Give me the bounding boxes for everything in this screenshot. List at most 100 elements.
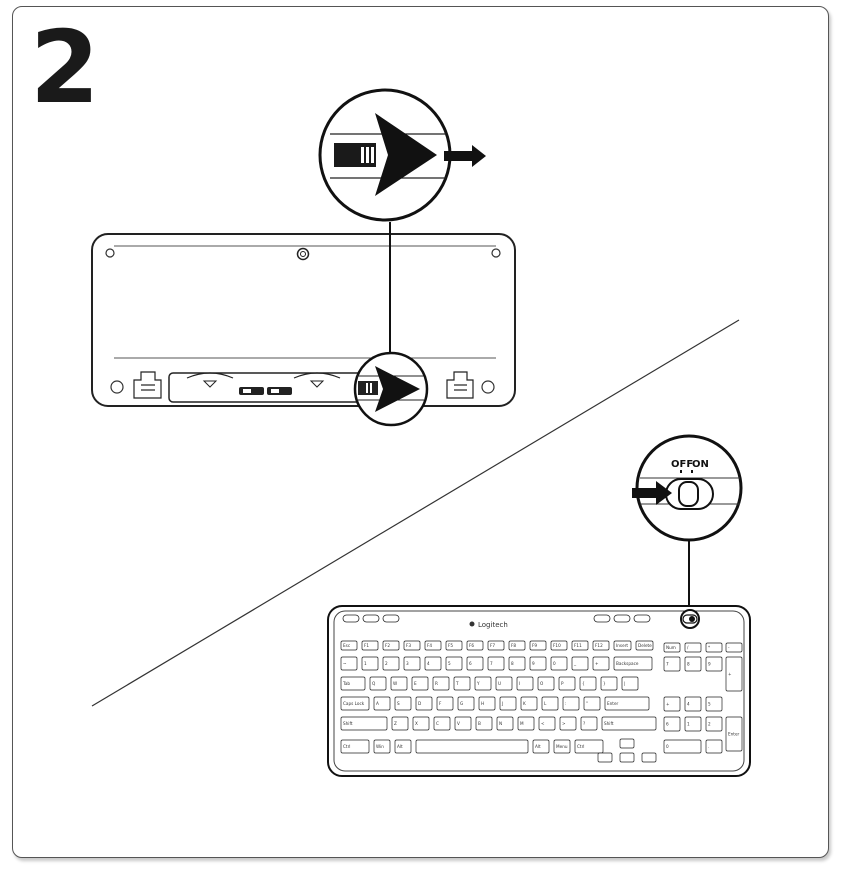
right-arrow-icon (375, 113, 437, 196)
key-label: + (595, 661, 599, 666)
divider-line (91, 319, 740, 707)
keyboard-key (445, 656, 463, 671)
keyboard-key (532, 739, 550, 754)
keyboard-key (499, 696, 517, 711)
keyboard-key (663, 739, 702, 754)
key-label: 1 (364, 661, 367, 666)
key-label: Alt (535, 744, 541, 749)
tilt-leg-icon (133, 371, 162, 399)
keyboard-key (382, 656, 400, 671)
key-label: Enter (607, 701, 619, 706)
key-label: F9 (532, 643, 537, 648)
keyboard-key (621, 676, 639, 691)
keyboard-key (369, 676, 387, 691)
keyboard-key (517, 716, 535, 731)
mute-key (593, 614, 611, 623)
keyboard-key (613, 656, 653, 671)
keyboard-key (529, 640, 547, 651)
screw-hole-icon (491, 248, 501, 258)
keyboard-key (373, 739, 391, 754)
key-label: D (418, 701, 421, 706)
key-label: > (562, 721, 566, 726)
key-label: } (603, 681, 606, 686)
power-switch-zoom: OFF ON (632, 434, 743, 542)
step-number: 2 (30, 9, 100, 126)
key-label: K (523, 701, 526, 706)
key-label: H (481, 701, 484, 706)
keyboard-key (424, 656, 442, 671)
volume-up-key (633, 614, 651, 623)
key-label: F7 (490, 643, 495, 648)
key-label: Esc (343, 643, 351, 648)
keyboard-key (403, 656, 421, 671)
key-label: 9 (532, 661, 535, 666)
keyboard-key (592, 656, 610, 671)
key-label: Backspace (616, 661, 639, 666)
key-label: R (435, 681, 438, 686)
key-label: ~ (343, 661, 347, 666)
key-label: _ (573, 661, 577, 666)
keyboard-key (558, 676, 576, 691)
key-label: Menu (556, 744, 568, 749)
key-label: Ctrl (343, 744, 350, 749)
screw-hole-icon (296, 247, 310, 261)
switch-zoom-small (353, 351, 429, 427)
keyboard-key (725, 642, 743, 653)
keyboard-key (684, 642, 702, 653)
keyboard-key (684, 656, 702, 672)
key-label: F11 (574, 643, 582, 648)
foot-hole-icon (481, 380, 495, 394)
key-label: Num (666, 645, 676, 650)
keyboard-key (725, 656, 743, 692)
keyboard-key (340, 640, 358, 651)
key-label: E (414, 681, 417, 686)
keyboard-key (550, 656, 568, 671)
key-label: Alt (397, 744, 403, 749)
key-label: * (708, 645, 710, 650)
keyboard-key (601, 716, 657, 731)
keyboard-key (453, 676, 471, 691)
foot-hole-icon (110, 380, 124, 394)
keyboard-key (684, 716, 702, 732)
key-label: I (519, 681, 520, 686)
key-label: V (457, 721, 460, 726)
key-label: O (540, 681, 544, 686)
switch-off-label: OFF (671, 459, 693, 470)
previous-track-key (342, 614, 360, 623)
keyboard-key (663, 696, 681, 712)
key-label: F5 (448, 643, 453, 648)
keyboard-key (562, 696, 580, 711)
keyboard-key (361, 656, 379, 671)
keyboard-key (705, 656, 723, 672)
key-label: 4 (427, 661, 430, 666)
next-track-key (382, 614, 400, 623)
keyboard-key (340, 716, 388, 731)
keyboard-key (571, 640, 589, 651)
key-label: 8 (687, 662, 690, 667)
key-label: Shift (604, 721, 614, 726)
keyboard-key (684, 696, 702, 712)
key-label: 2 (385, 661, 388, 666)
keyboard-key (340, 656, 358, 671)
keyboard-key (394, 696, 412, 711)
keyboard-key (432, 676, 450, 691)
keyboard-key (478, 696, 496, 711)
keyboard-key (424, 640, 442, 651)
keyboard-key (487, 656, 505, 671)
key-label: P (561, 681, 564, 686)
keyboard-key (415, 696, 433, 711)
keyboard-key (604, 696, 650, 711)
keyboard-key (574, 739, 604, 754)
keyboard-key (382, 640, 400, 651)
keyboard-key (619, 752, 635, 763)
key-label: 1 (687, 722, 690, 727)
keyboard-key (550, 640, 568, 651)
keyboard-key (705, 696, 723, 712)
key-label: Insert (616, 643, 628, 648)
key-label: Y (476, 681, 480, 686)
key-label: : (565, 701, 566, 706)
key-label: T (455, 681, 459, 686)
keyboard-key (390, 676, 408, 691)
key-label: Shift (343, 721, 353, 726)
